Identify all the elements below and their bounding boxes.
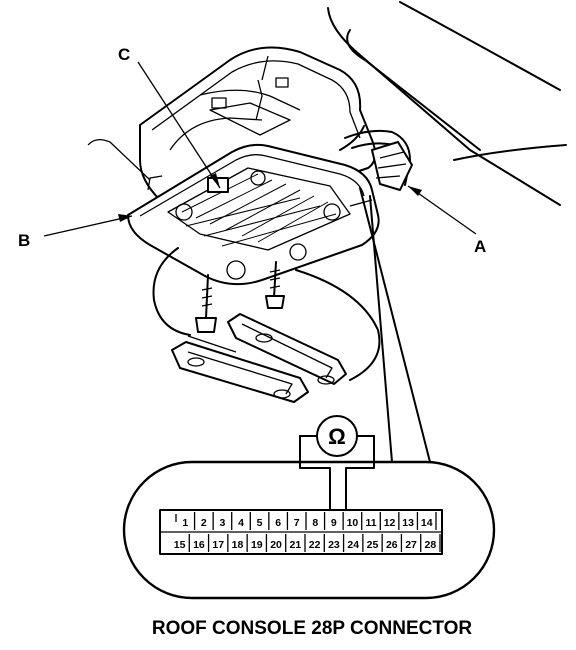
cable-loop	[152, 247, 381, 381]
callout-c-label: C	[118, 45, 130, 64]
pin-24-probed: 24	[347, 539, 359, 551]
callout-c-leader	[137, 61, 221, 189]
pin-2: 2	[201, 517, 207, 529]
pin-17: 17	[212, 539, 224, 551]
pin-9-probed: 9	[331, 517, 337, 529]
pin-8: 8	[312, 517, 318, 529]
ohmmeter-dial	[316, 415, 358, 457]
pin-20: 20	[270, 539, 282, 551]
pin-7: 7	[294, 517, 300, 529]
pin-22: 22	[309, 539, 321, 551]
pin-26: 26	[386, 539, 398, 551]
pin-3: 3	[220, 517, 226, 529]
detail-pointer-lines	[359, 187, 431, 463]
pin-21: 21	[290, 539, 302, 551]
pin-5: 5	[257, 517, 263, 529]
pin-6: 6	[275, 517, 281, 529]
ohmmeter: Ω	[299, 415, 375, 513]
callout-a-label: A	[474, 237, 486, 256]
pin-19: 19	[251, 539, 263, 551]
pin-18: 18	[232, 539, 244, 551]
pin-11: 11	[365, 517, 376, 529]
connector-caption: ROOF CONSOLE 28P CONNECTOR	[152, 618, 473, 639]
pin-4: 4	[238, 517, 244, 529]
wire-harness	[339, 125, 413, 191]
callout-b-label: B	[18, 231, 30, 250]
pin-15: 15	[174, 539, 186, 551]
pin-13: 13	[402, 517, 414, 529]
pin-14: 14	[421, 517, 433, 529]
pin-10-probed: 10	[347, 517, 359, 529]
pin-16: 16	[193, 539, 205, 551]
pin-23-probed: 23	[328, 539, 340, 551]
pin-28: 28	[425, 539, 437, 551]
console-body	[87, 138, 380, 286]
callout-a-leader	[407, 185, 477, 235]
callout-b-leader	[43, 214, 133, 237]
pin-1: 1	[182, 517, 188, 529]
lens-cover-right	[227, 313, 347, 385]
ohm-symbol-icon: Ω	[328, 424, 346, 449]
pin-27: 27	[405, 539, 417, 551]
cover-edge	[187, 335, 237, 353]
lens-cover-left	[171, 341, 309, 403]
pin-25: 25	[367, 539, 379, 551]
pin-12: 12	[384, 517, 396, 529]
windshield-edge	[327, 1, 567, 206]
screw-right	[265, 261, 285, 309]
connector-bottom-row: 15 16 17 18 19 20 21 22 23 24 25 26 27 28	[174, 534, 441, 552]
screw-left	[195, 274, 217, 333]
